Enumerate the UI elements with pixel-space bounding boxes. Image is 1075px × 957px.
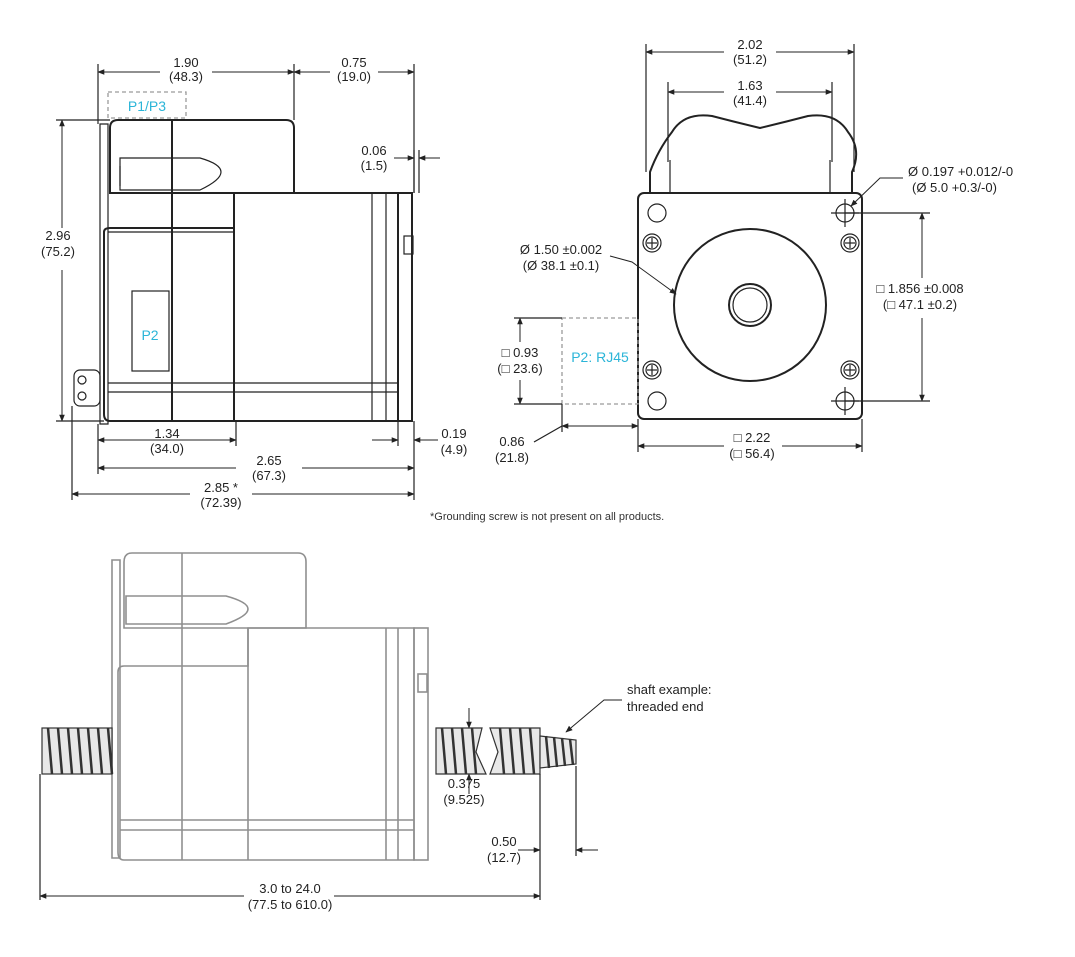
grounding-screw	[73, 369, 101, 407]
dim-hole-in: Ø 0.197 +0.012/-0	[908, 164, 1013, 179]
dim-bolt-in: □ 1.856 ±0.008	[876, 281, 963, 296]
dim-rj45-in: □ 0.93	[502, 345, 539, 360]
dim-006-mm: (1.5)	[361, 158, 388, 173]
dim-050-mm: (12.7)	[487, 850, 521, 865]
dim-bolt-mm: (□ 47.1 ±0.2)	[883, 297, 957, 312]
shaft-end	[728, 283, 772, 327]
cover-oval-feature	[119, 157, 222, 191]
p2-label: P2	[141, 327, 158, 343]
dim-006-in: 0.06	[361, 143, 386, 158]
dim-pilot-in: Ø 1.50 ±0.002	[520, 242, 602, 257]
screw-icon	[642, 233, 662, 253]
dim-190-in: 1.90	[173, 55, 198, 70]
dim-019-mm: (4.9)	[441, 442, 468, 457]
mounting-flange	[397, 192, 413, 422]
dim-285-in: 2.85 *	[204, 480, 238, 495]
dim-265-in: 2.65	[256, 453, 281, 468]
dim-hole-mm: (Ø 5.0 +0.3/-0)	[912, 180, 997, 195]
screw-icon	[840, 233, 860, 253]
flange-tab	[403, 235, 414, 255]
left-rail	[99, 123, 109, 425]
dim-0375-mm: (9.525)	[443, 792, 484, 807]
motor-body	[103, 192, 399, 422]
mounting-hole-top-left	[647, 203, 667, 223]
dim-019-in: 0.19	[441, 426, 466, 441]
dim-0375-in: 0.375	[448, 776, 481, 791]
dim-pilot-mm: (Ø 38.1 ±0.1)	[523, 258, 600, 273]
dim-086-in: 0.86	[499, 434, 524, 449]
front-view: P2: RJ45 2.02 (51.2) 1.63 (41.4) Ø 0.197…	[495, 37, 1013, 465]
p2-connector	[131, 290, 170, 372]
motor-outline-gray	[123, 552, 307, 629]
dim-086-mm: (21.8)	[495, 450, 529, 465]
dim-163-mm: (41.4)	[733, 93, 767, 108]
dim-134-mm: (34.0)	[150, 441, 184, 456]
screw-icon	[642, 360, 662, 380]
dim-190-mm: (48.3)	[169, 69, 203, 84]
dim-222-mm: (□ 56.4)	[729, 446, 774, 461]
shaft-view: shaft example: threaded end 0.375 (9.525…	[39, 552, 712, 912]
side-view: P1/P3 P2	[41, 55, 467, 510]
dim-202-in: 2.02	[737, 37, 762, 52]
dim-rj45-mm: (□ 23.6)	[497, 361, 542, 376]
square-flange	[637, 192, 863, 420]
dim-265-mm: (67.3)	[252, 468, 286, 483]
dim-202-mm: (51.2)	[733, 52, 767, 67]
dim-134-in: 1.34	[154, 426, 179, 441]
connector-cover	[109, 119, 295, 194]
dim-222-in: □ 2.22	[734, 430, 771, 445]
dim-296-in: 2.96	[45, 228, 70, 243]
dim-163-in: 1.63	[737, 78, 762, 93]
cable-hump	[649, 114, 858, 193]
dim-length-mm: (77.5 to 610.0)	[248, 897, 333, 912]
dim-length-in: 3.0 to 24.0	[259, 881, 320, 896]
dim-296-mm: (75.2)	[41, 244, 75, 259]
pilot-diameter	[673, 228, 827, 382]
grounding-footnote: *Grounding screw is not present on all p…	[430, 511, 664, 523]
dim-285-mm: (72.39)	[200, 495, 241, 510]
dim-075-in: 0.75	[341, 55, 366, 70]
screw-icon	[840, 360, 860, 380]
mounting-hole-bottom-left	[647, 391, 667, 411]
shaft-callout-line2: threaded end	[627, 699, 704, 714]
p1p3-label: P1/P3	[128, 98, 166, 114]
threaded-shaft	[41, 727, 577, 775]
dim-075-mm: (19.0)	[337, 69, 371, 84]
dim-050-in: 0.50	[491, 834, 516, 849]
p2-rj45-label: P2: RJ45	[571, 349, 629, 365]
p1p3-connector-outline	[107, 91, 187, 119]
rj45-connector-outline	[561, 317, 639, 405]
shaft-callout-line1: shaft example:	[627, 682, 712, 697]
